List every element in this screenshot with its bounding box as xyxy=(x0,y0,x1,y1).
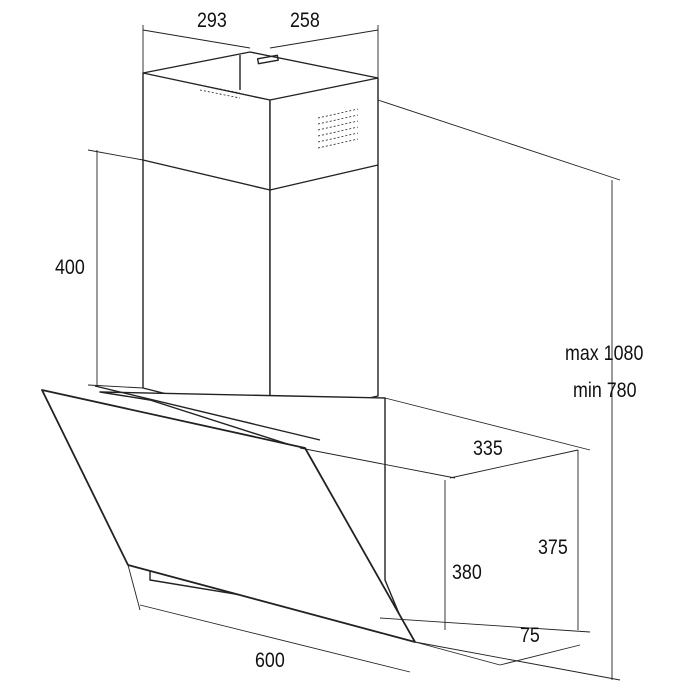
dim-max: max 1080 xyxy=(565,342,644,365)
hood-body xyxy=(41,385,416,643)
dim-258: 258 xyxy=(290,9,320,32)
dim-400: 400 xyxy=(55,256,85,279)
dim-293: 293 xyxy=(197,9,227,32)
dim-75: 75 xyxy=(520,624,540,647)
chimney xyxy=(142,51,379,421)
dim-min: min 780 xyxy=(573,379,637,402)
dim-375: 375 xyxy=(538,536,568,559)
dim-335: 335 xyxy=(473,437,503,460)
vent-grille xyxy=(199,84,359,149)
dim-380: 380 xyxy=(452,561,482,584)
dim-600: 600 xyxy=(255,649,285,672)
dimension-lines xyxy=(87,25,621,681)
